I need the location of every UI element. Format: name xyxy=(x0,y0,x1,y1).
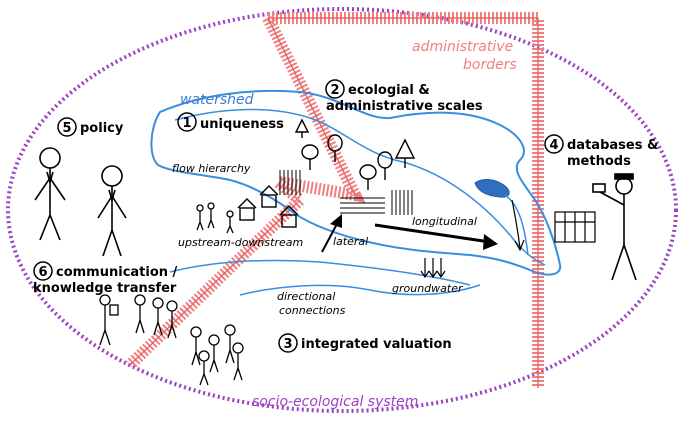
socio-ecological-ellipse xyxy=(6,7,678,413)
databases-label-2: methods xyxy=(567,154,631,169)
administrative-label-1: administrative xyxy=(412,39,513,55)
watershed-inner-stream xyxy=(174,108,546,266)
tree-cluster-icon xyxy=(294,118,416,190)
badge-6 xyxy=(33,261,53,281)
lake xyxy=(474,179,510,198)
socio-ecological-label: socio-ecological system xyxy=(252,394,418,410)
watershed-label: watershed xyxy=(180,92,254,108)
eco-scales-label-1: ecologial & xyxy=(348,83,430,98)
badge-2-number: 2 xyxy=(330,83,339,98)
policy-label: policy xyxy=(80,121,124,136)
datasheet-icon xyxy=(554,211,596,243)
communication-label-2: knowledge transfer xyxy=(33,281,177,296)
eco-scales-label-2: administrative scales xyxy=(326,99,483,114)
badge-4 xyxy=(544,134,564,154)
forest-hatch-icon xyxy=(279,170,413,215)
badge-6-number: 6 xyxy=(38,265,47,280)
directional-label-1: directional xyxy=(277,290,335,303)
administrative-border xyxy=(125,12,544,388)
longitudinal-arrow xyxy=(374,223,498,250)
databases-label-1: databases & xyxy=(567,138,658,153)
flow-hierarchy-label: flow hierarchy xyxy=(172,162,251,175)
groundwater-label: groundwater xyxy=(392,282,464,295)
field-hatch-icon xyxy=(340,197,385,214)
badge-3 xyxy=(278,333,298,353)
badge-1-number: 1 xyxy=(182,116,191,131)
lateral-label: lateral xyxy=(333,235,368,248)
badge-2 xyxy=(325,79,345,99)
watershed-outline xyxy=(150,89,562,276)
scientist-icon xyxy=(592,173,637,281)
lake-outflow xyxy=(504,194,529,256)
valuation-label: integrated valuation xyxy=(301,337,452,352)
groundwater-arrows xyxy=(420,258,446,279)
policy-makers-icon xyxy=(34,147,127,257)
groundwater-flow-line xyxy=(169,259,471,286)
administrative-label-2: borders xyxy=(463,57,517,73)
badge-4-number: 4 xyxy=(549,138,558,153)
badge-5 xyxy=(57,117,77,137)
lateral-arrow xyxy=(321,214,342,253)
badge-1 xyxy=(177,112,197,132)
longitudinal-label: longitudinal xyxy=(412,215,477,228)
upstream-downstream-label: upstream-downstream xyxy=(178,236,303,249)
communication-label-1: communication / xyxy=(56,265,178,280)
audience-icon xyxy=(99,294,244,386)
badge-3-number: 3 xyxy=(283,337,292,352)
badge-5-number: 5 xyxy=(62,121,71,136)
village-people-icon xyxy=(196,202,234,234)
databases-arrow xyxy=(511,199,525,252)
number-badges xyxy=(33,79,564,353)
houses-icon xyxy=(237,185,299,228)
uniqueness-label: uniqueness xyxy=(200,117,284,132)
directional-flow-line xyxy=(239,284,481,296)
directional-label-2: connections xyxy=(279,304,346,317)
